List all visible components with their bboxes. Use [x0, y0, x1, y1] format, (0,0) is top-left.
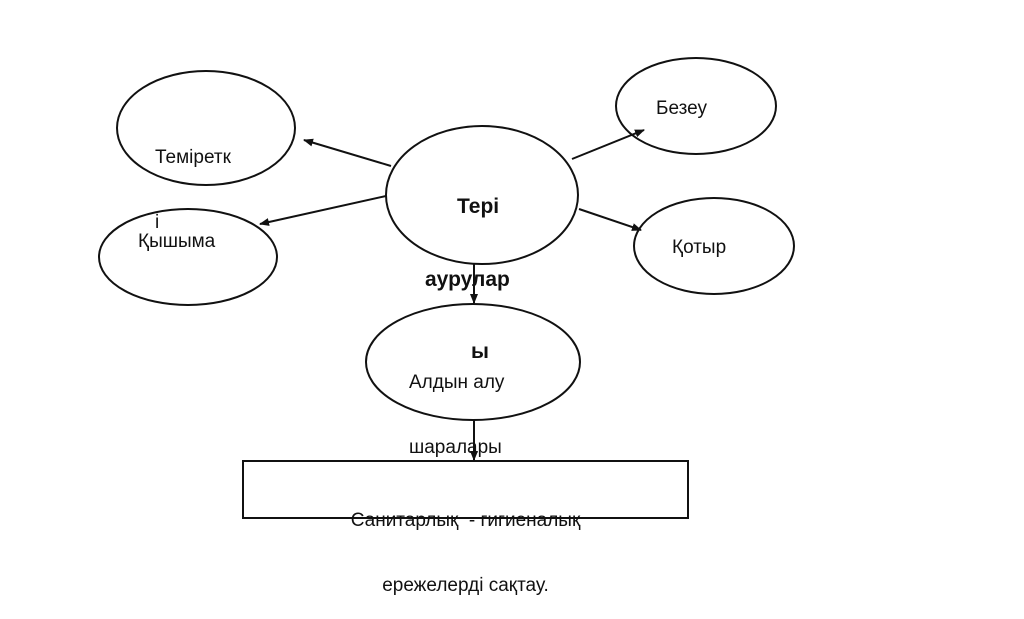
qotyr-node-label: Қотыр [672, 237, 727, 258]
arrow-to-temiretki [303, 138, 392, 167]
center-node-label: Тері аурулар ы [425, 147, 510, 388]
qyshyma-node-label: Қышыма [138, 231, 216, 252]
sanitary-rules-box [242, 460, 689, 519]
temiretki-label-line2: і [155, 212, 160, 234]
arrow-to-bezeu [571, 129, 645, 160]
temiretki-node-ellipse [116, 70, 296, 186]
qyshyma-node-ellipse [98, 208, 278, 306]
center-label-line1: Тері [457, 195, 500, 219]
prevention-node-label: Алдын алу шаралары [409, 328, 504, 481]
qotyr-node-ellipse [633, 197, 795, 295]
box-label-line1: Санитарлық - гигиеналық [350, 509, 581, 531]
bezeu-node-label: Безеу [656, 98, 707, 119]
center-label-line3: ы [471, 340, 489, 364]
arrow-to-qyshyma [259, 195, 387, 226]
box-label-line2: ережелерді сақтау. [382, 575, 549, 597]
bezeu-node-ellipse [615, 57, 777, 155]
prevention-label-line1: Алдын алу [409, 371, 505, 393]
prevention-label-line2: шаралары [409, 437, 502, 459]
center-node-ellipse [385, 125, 579, 265]
center-label-line2: аурулар [425, 267, 510, 291]
diagram-canvas [98, 57, 795, 519]
temiretki-node-label: Теміретк і [155, 103, 231, 256]
temiretki-label-line1: Теміретк [155, 146, 231, 168]
sanitary-rules-label: Санитарлық - гигиеналық ережелерді сақта… [243, 466, 688, 619]
arrow-to-qotyr [578, 208, 642, 231]
